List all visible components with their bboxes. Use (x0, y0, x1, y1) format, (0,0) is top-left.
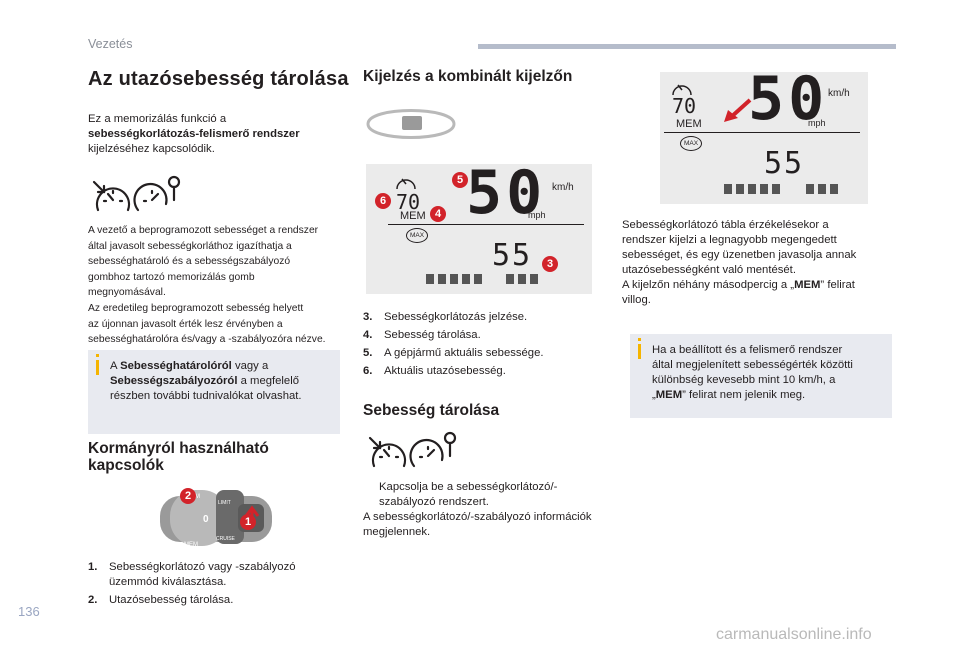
info-icon-bar (638, 344, 641, 359)
paragraph-line: az újonnan javasolt érték lesz érvényben… (88, 318, 283, 330)
set-speed-value: 70 (672, 94, 697, 118)
speedometer-icon (396, 178, 416, 190)
steering-stalk-illustration: MEM MEM LIMIT CRUISE 0 (160, 490, 272, 548)
callout-badge-6: 6 (375, 193, 391, 209)
combined-display: 70 50 km/h mph MEM MAX 55 (366, 158, 592, 294)
info-note-text: Ha a beállított és a felismerő rendszer … (652, 344, 853, 401)
section-header: Vezetés (88, 37, 133, 51)
stalk-zero-label: 0 (203, 514, 209, 525)
stalk-limit-label: LIMIT (218, 500, 231, 506)
header-bar (478, 44, 896, 49)
page-title: Az utazósebesség tárolása (88, 68, 349, 90)
watermark: carmanualsonline.info (716, 626, 872, 643)
paragraph-line: Az eredetileg beprogramozott sebesség he… (88, 302, 304, 314)
set-speed-value: 70 (396, 190, 421, 214)
max-icon: MAX (406, 228, 428, 243)
callout-badge-1: 1 (240, 514, 256, 530)
speedometer-icon (672, 84, 692, 96)
info-note: A Sebességhatárolóról vagy a Sebességsza… (88, 350, 340, 434)
unit-kmh: km/h (828, 88, 850, 99)
mem-indicator: MEM (400, 210, 426, 222)
page-number: 136 (18, 604, 40, 619)
callout-badge-5: 5 (452, 172, 468, 188)
paragraph-line: sebességhatárolóra és/vagy a -szabályozó… (88, 334, 326, 346)
controls-title: Kormányról használható kapcsolók (88, 440, 269, 474)
trip-segments (806, 184, 842, 194)
info-note: Ha a beállított és a felismerő rendszer … (630, 334, 892, 418)
paragraph-line: megjelennek. (363, 526, 431, 538)
vehicle-speed-value: 50 (748, 64, 829, 134)
mem-paragraph: Sebességkorlátozó tábla érzékelésekor a … (622, 218, 892, 308)
paragraph-line: rendszer kijelzi a legnagyobb megengedet… (622, 234, 837, 246)
paragraph-line: A vezető a beprogramozott sebességet a r… (88, 225, 319, 236)
list-item: 5.A gépjármű aktuális sebessége. (363, 347, 544, 359)
list-item: 4.Sebesség tárolása. (363, 329, 481, 341)
trip-segments (506, 274, 542, 284)
speed-memory-icon (368, 431, 457, 468)
callout-badge-3: 3 (542, 256, 558, 272)
intro-line-bold: sebességkorlátozás-felismerő rendszer (88, 128, 300, 140)
paragraph-line: A sebességkorlátozó/-szabályozó informác… (363, 511, 592, 523)
paragraph-line: sebességet, és egy üzenetben javasolja a… (622, 249, 857, 261)
mem-bold: MEM (655, 389, 683, 401)
paragraph-line: megnyomásával. (88, 287, 166, 299)
stalk-mem-bottom: MEM (184, 542, 198, 548)
intro-line: kijelzéséhez kapcsolódik. (88, 143, 215, 155)
list-item: 3.Sebességkorlátozás jelzése. (363, 311, 528, 323)
display-legend-list: 3.Sebességkorlátozás jelzése. 4.Sebesség… (363, 310, 613, 382)
paragraph-line: gombhoz tartozó memorizálás gomb (88, 271, 255, 283)
max-icon: MAX (680, 136, 702, 151)
note-bold: Sebességhatárolóról (120, 360, 232, 372)
mem-indicator: MEM (676, 118, 702, 130)
callout-badge-2: 2 (180, 488, 196, 504)
display-divider (388, 224, 584, 225)
stalk-cruise-label: CRUISE (216, 536, 236, 542)
instrument-cluster-icon (366, 109, 456, 139)
current-speed-value: 55 (492, 238, 533, 273)
pointer-arrow-icon (724, 98, 752, 122)
unit-mph: mph (808, 118, 826, 128)
paragraph-line: által javasolt sebességkorláthoz igazíth… (88, 240, 292, 252)
unit-kmh: km/h (552, 182, 574, 193)
odometer-segments (724, 184, 784, 194)
display-section-title: Kijelzés a kombinált kijelzőn (363, 68, 573, 85)
unit-mph: mph (528, 210, 546, 220)
speed-memory-icon (92, 175, 181, 212)
info-icon (638, 338, 641, 341)
store-speed-instructions: Kapcsolja be a sebességkorlátozó/- szabá… (363, 480, 613, 540)
list-item: 2.Utazósebesség tárolása. (88, 594, 234, 606)
paragraph-line: villog. (622, 294, 651, 306)
display-divider (664, 132, 860, 133)
current-speed-value: 55 (764, 146, 805, 181)
info-icon-bar (96, 360, 99, 375)
memory-paragraph: A vezető a beprogramozott sebességet a r… (88, 223, 350, 348)
callout-badge-4: 4 (430, 206, 446, 222)
info-note-text: A Sebességhatárolóról vagy a Sebességsza… (110, 360, 302, 402)
instruction-bullet: Kapcsolja be a sebességkorlátozó/- szabá… (379, 481, 558, 508)
list-item: 6.Aktuális utazósebesség. (363, 365, 506, 377)
intro-line: Ez a memorizálás funkció a (88, 113, 227, 125)
mem-bold: MEM (794, 279, 821, 291)
info-icon (96, 354, 99, 357)
store-speed-title: Sebesség tárolása (363, 402, 500, 419)
paragraph-line: sebességhatároló és a sebességszabályozó (88, 256, 291, 268)
intro-text: Ez a memorizálás funkció a sebességkorlá… (88, 112, 348, 157)
note-bold: Sebességszabályozóról (110, 375, 238, 387)
odometer-segments (426, 274, 486, 284)
paragraph-line: Sebességkorlátozó tábla érzékelésekor a (622, 219, 829, 231)
combined-display-mem: 70 50 km/h mph MEM MAX 55 (660, 64, 868, 204)
paragraph-line: utazósebességként való mentését. (622, 264, 796, 276)
vehicle-speed-value: 50 (466, 158, 547, 228)
